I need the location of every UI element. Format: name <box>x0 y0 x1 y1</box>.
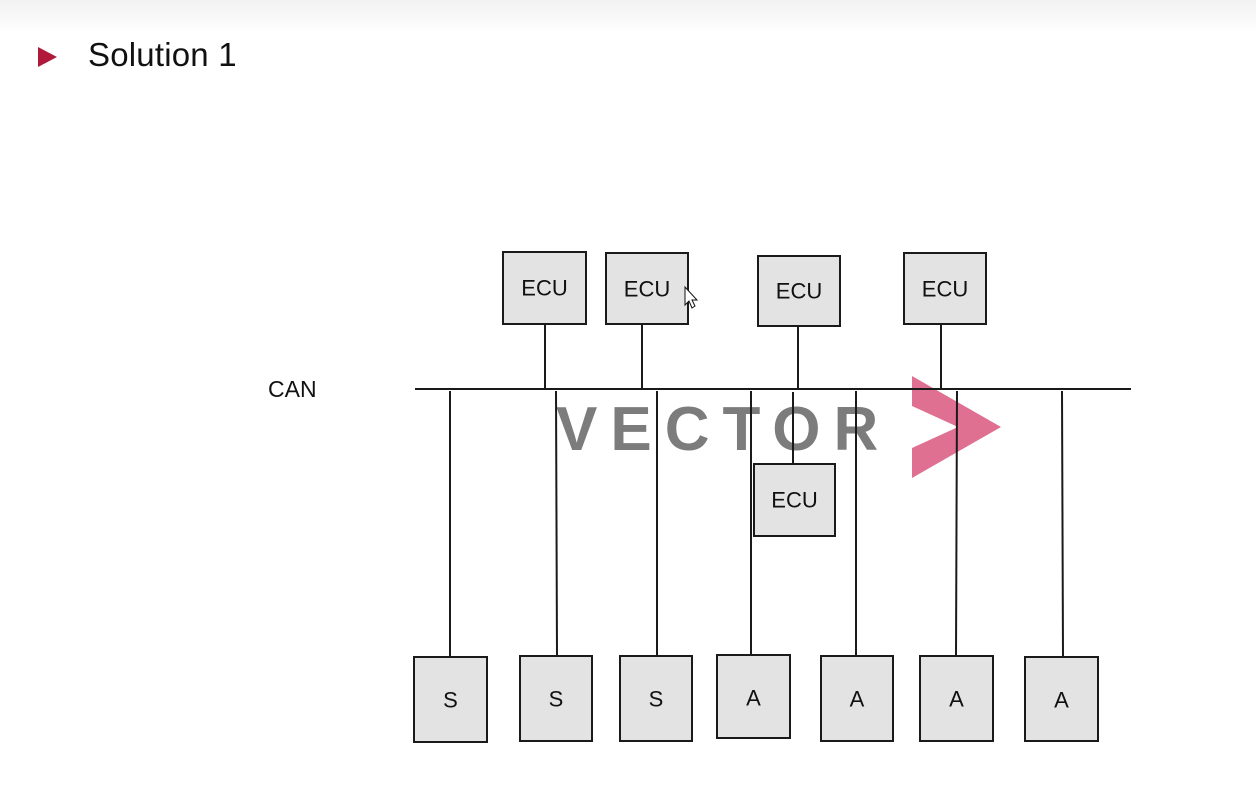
actuator-label: A <box>1054 688 1069 713</box>
actuator-label: A <box>850 687 865 712</box>
title-row: Solution 1 <box>38 33 237 77</box>
actuator-drop-line <box>955 390 958 657</box>
sensor-drop-line <box>555 390 558 657</box>
watermark-text: VECTOR <box>556 395 891 464</box>
sensor-label: S <box>649 687 664 712</box>
actuator-box: A <box>716 654 791 739</box>
ecu-label: ECU <box>521 276 567 301</box>
red-triangle-bullet-icon <box>38 46 57 67</box>
vector-watermark: VECTOR <box>556 376 1001 478</box>
sensor-label: S <box>443 688 458 713</box>
ecu-box: ECU <box>753 463 836 537</box>
ecu-label: ECU <box>776 279 822 304</box>
sensor-box: S <box>619 655 693 742</box>
ecu-box: ECU <box>903 252 987 325</box>
ecu-box: ECU <box>502 251 587 325</box>
actuator-drop-line <box>1061 390 1064 658</box>
actuator-box: A <box>919 655 994 742</box>
top-bar <box>0 0 1256 34</box>
ecu-box: ECU <box>605 252 689 325</box>
ecu-label: ECU <box>624 277 670 302</box>
mouse-pointer-icon <box>684 285 699 309</box>
ecu-label: ECU <box>922 277 968 302</box>
ecu-label: ECU <box>771 488 817 513</box>
actuator-label: A <box>949 687 964 712</box>
sensor-box: S <box>413 656 488 743</box>
actuator-box: A <box>1024 656 1099 742</box>
actuator-label: A <box>746 686 761 711</box>
can-bus-label: CAN <box>268 376 317 402</box>
actuator-box: A <box>820 655 894 742</box>
ecu-box: ECU <box>757 255 841 327</box>
slide-title: Solution 1 <box>88 36 237 73</box>
sensor-label: S <box>549 687 564 712</box>
sensor-box: S <box>519 655 593 742</box>
vector-chevron-logo-icon <box>912 376 1001 478</box>
